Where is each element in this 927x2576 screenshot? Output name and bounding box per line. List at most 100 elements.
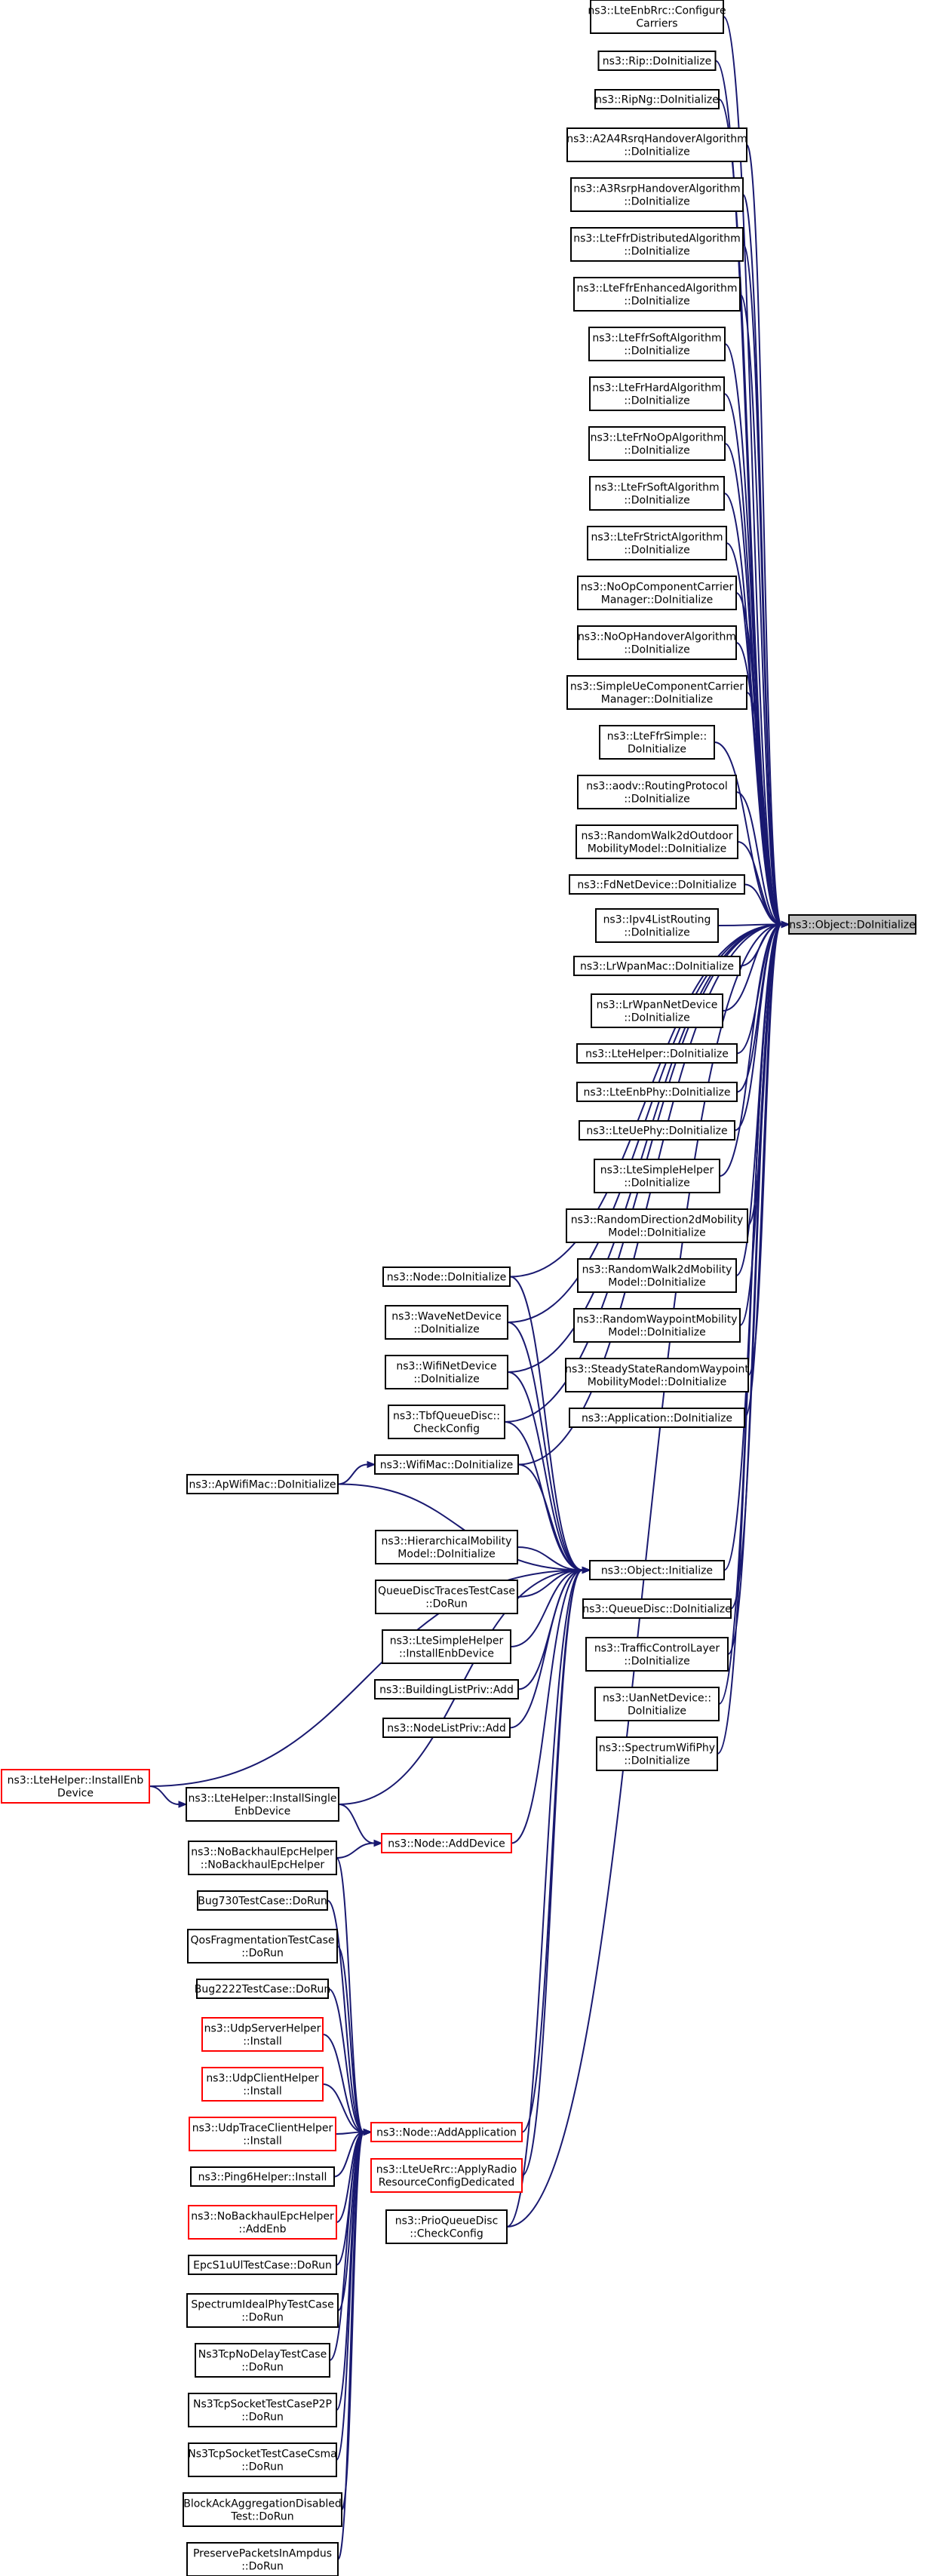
node-ns3-trafficcontrollayer-doinitialize[interactable]: ns3::TrafficControlLayer::DoInitialize — [585, 1637, 729, 1672]
node-ns3-lteuephy-doinitialize[interactable]: ns3::LteUePhy::DoInitialize — [579, 1120, 735, 1141]
node-label: ns3::LteFfrEnhancedAlgorithm — [577, 283, 738, 295]
node-label: Carriers — [636, 18, 677, 30]
node-ns3-lteenbphy-doinitialize[interactable]: ns3::LteEnbPhy::DoInitialize — [576, 1082, 738, 1102]
node-label: ns3::LrWpanMac::DoInitialize — [580, 961, 734, 973]
call-edge — [727, 923, 782, 1655]
node-box — [599, 725, 715, 760]
node-ns3-wifimac-doinitialize[interactable]: ns3::WifiMac::DoInitialize — [374, 1454, 519, 1475]
node-ns3-fdnetdevice-doinitialize[interactable]: ns3::FdNetDevice::DoInitialize — [569, 874, 745, 895]
node-box — [566, 675, 747, 710]
node-box — [565, 1358, 749, 1392]
node-box — [590, 0, 724, 34]
node-ns3-a3rsrphandoveralgorithm-doinitialize[interactable]: ns3::A3RsrpHandoverAlgorithm::DoInitiali… — [570, 177, 744, 212]
node-ns3-randomwalk2doutdoormobilitymodel-doinitialize[interactable]: ns3::RandomWalk2dOutdoorMobilityModel::D… — [576, 824, 738, 859]
node-box — [589, 376, 725, 411]
call-edge — [149, 1785, 180, 1805]
node-box — [382, 1718, 511, 1738]
node-ns3-aodv-routingprotocol-doinitialize[interactable]: ns3::aodv::RoutingProtocol::DoInitialize — [577, 775, 737, 809]
node-ns3-uannetdevice-doinitialize[interactable]: ns3::UanNetDevice::DoInitialize — [594, 1687, 720, 1721]
node-ns3-queuedisc-doinitialize[interactable]: ns3::QueueDisc::DoInitialize — [582, 1598, 732, 1619]
node-bug730testcase-dorun[interactable]: Bug730TestCase::DoRun — [197, 1890, 328, 1911]
node-box — [385, 1305, 508, 1340]
node-ns3-spectrumwifiphy-doinitialize[interactable]: ns3::SpectrumWifiPhy::DoInitialize — [596, 1736, 718, 1771]
node-ns3-hierarchicalmobilitymodel-doinitialize[interactable]: ns3::HierarchicalMobilityModel::DoInitia… — [375, 1530, 518, 1564]
node-label: Manager::DoInitialize — [601, 694, 714, 706]
node-ns3-tbfqueuedisc-checkconfig[interactable]: ns3::TbfQueueDisc::CheckConfig — [388, 1405, 505, 1439]
node-label: ns3::RandomWalk2dOutdoor — [582, 831, 733, 843]
node-ns3-udptraceclienthelper-install[interactable]: ns3::UdpTraceClientHelper::Install — [189, 2117, 336, 2151]
node-ns3-buildinglistpriv-add[interactable]: ns3::BuildingListPriv::Add — [374, 1679, 519, 1699]
node-ns3-lteuerrc-applyradioresourceconfigdedicated[interactable]: ns3::LteUeRrc::ApplyRadioResourceConfigD… — [370, 2158, 523, 2193]
node-ns3-wifinetdevice-doinitialize[interactable]: ns3::WifiNetDevice::DoInitialize — [385, 1355, 508, 1389]
node-ns3-lteffrenhancedalgorithm-doinitialize[interactable]: ns3::LteFfrEnhancedAlgorithm::DoInitiali… — [573, 277, 741, 312]
call-edge — [338, 1804, 375, 1844]
node-ns3-steadystaterandomwaypointmobilitymodel-doinitialize[interactable]: ns3::SteadyStateRandomWaypointMobilityMo… — [565, 1358, 749, 1392]
edge-arrowhead — [781, 920, 790, 929]
node-ns3-lrwpanmac-doinitialize[interactable]: ns3::LrWpanMac::DoInitialize — [573, 956, 741, 976]
node-ns3-rip-doinitialize[interactable]: ns3::Rip::DoInitialize — [597, 51, 717, 71]
node-label: ns3::LteHelper::DoInitialize — [585, 1049, 729, 1061]
call-edge — [327, 1899, 364, 2133]
node-label: ns3::FdNetDevice::DoInitialize — [577, 880, 736, 892]
call-edge — [735, 642, 782, 926]
node-ns3tcpsockettestcasep2p-dorun[interactable]: Ns3TcpSocketTestCaseP2P::DoRun — [188, 2393, 337, 2427]
node-box — [374, 1679, 519, 1699]
node-ns3-node-addapplication[interactable]: ns3::Node::AddApplication — [370, 2122, 523, 2142]
node-bug2222testcase-dorun[interactable]: Bug2222TestCase::DoRun — [195, 1979, 330, 1999]
node-ns3tcpsockettestcasecsma-dorun[interactable]: Ns3TcpSocketTestCaseCsma::DoRun — [188, 2442, 337, 2477]
node-ns3-noophandoveralgorithm-doinitialize[interactable]: ns3::NoOpHandoverAlgorithm::DoInitialize — [577, 625, 737, 660]
node-ns3-randomwalk2dmobilitymodel-doinitialize[interactable]: ns3::RandomWalk2dMobilityModel::DoInitia… — [577, 1258, 737, 1293]
node-box — [382, 1629, 511, 1664]
node-ns3-nobackhaulepchelper-addenb[interactable]: ns3::NoBackhaulEpcHelper::AddEnb — [188, 2205, 337, 2240]
node-ns3-ltefrsoftalgorithm-doinitialize[interactable]: ns3::LteFrSoftAlgorithm::DoInitialize — [589, 476, 725, 511]
node-ns3-simpleuecomponentcarriermanager-doinitialize[interactable]: ns3::SimpleUeComponentCarrierManager::Do… — [566, 675, 747, 710]
node-ns3-lteffrdistributedalgorithm-doinitialize[interactable]: ns3::LteFfrDistributedAlgorithm::DoIniti… — [570, 227, 744, 262]
node-ns3-node-adddevice[interactable]: ns3::Node::AddDevice — [381, 1833, 512, 1853]
node-ns3-prioqueuedisc-checkconfig[interactable]: ns3::PrioQueueDisc::CheckConfig — [385, 2209, 508, 2244]
node-ns3-nodelistpriv-add[interactable]: ns3::NodeListPriv::Add — [382, 1718, 511, 1738]
node-queuedisctracestestcase-dorun[interactable]: QueueDiscTracesTestCase::DoRun — [375, 1580, 518, 1614]
node-epcs1uultestcase-dorun[interactable]: EpcS1uUlTestCase::DoRun — [188, 2255, 337, 2275]
call-edge — [509, 1276, 583, 1571]
node-ns3-randomdirection2dmobilitymodel-doinitialize[interactable]: ns3::RandomDirection2dMobilityModel::DoI… — [566, 1208, 748, 1243]
node-ns3-node-doinitialize[interactable]: ns3::Node::DoInitialize — [382, 1267, 511, 1287]
node-ns3-ripng-doinitialize[interactable]: ns3::RipNg::DoInitialize — [594, 89, 720, 109]
node-ns3-lrwpannetdevice-doinitialize[interactable]: ns3::LrWpanNetDevice::DoInitialize — [591, 993, 723, 1028]
node-label: Device — [57, 1788, 94, 1800]
node-ns3-apwifimac-doinitialize[interactable]: ns3::ApWifiMac::DoInitialize — [186, 1474, 339, 1494]
node-ns3-noopcomponentcarriermanager-doinitialize[interactable]: ns3::NoOpComponentCarrierManager::DoInit… — [577, 576, 737, 610]
node-label: Model::DoInitialize — [608, 1227, 705, 1239]
node-ns3-randomwaypointmobilitymodel-doinitialize[interactable]: ns3::RandomWaypointMobilityModel::DoInit… — [573, 1308, 741, 1343]
node-ns3-udpclienthelper-install[interactable]: ns3::UdpClientHelper::Install — [201, 2067, 324, 2102]
node-ns3-object-doinitialize[interactable]: ns3::Object::DoInitialize — [788, 914, 916, 935]
call-edge — [735, 791, 782, 926]
node-label: ns3::NodeListPriv::Add — [387, 1723, 505, 1735]
node-ns3-ltesimplehelper-installenbdevice[interactable]: ns3::LteSimpleHelper::InstallEnbDevice — [382, 1629, 511, 1664]
node-ns3-ltehelper-installenbdevice[interactable]: ns3::LteHelper::InstallEnbDevice — [1, 1769, 150, 1804]
node-ns3-ltefrstrictalgorithm-doinitialize[interactable]: ns3::LteFrStrictAlgorithm::DoInitialize — [587, 526, 727, 560]
node-ns3-wavenetdevice-doinitialize[interactable]: ns3::WaveNetDevice::DoInitialize — [385, 1305, 508, 1340]
node-ns3-object-initialize[interactable]: ns3::Object::Initialize — [589, 1560, 725, 1580]
node-ns3-application-doinitialize[interactable]: ns3::Application::DoInitialize — [569, 1408, 745, 1428]
node-ns3-ping6helper-install[interactable]: ns3::Ping6Helper::Install — [190, 2166, 335, 2187]
node-ns3-lteffrsimple-doinitialize[interactable]: ns3::LteFfrSimple::DoInitialize — [599, 725, 715, 760]
node-spectrumidealphytestcase-dorun[interactable]: SpectrumIdealPhyTestCase::DoRun — [186, 2293, 339, 2328]
node-ns3-ltesimplehelper-doinitialize[interactable]: ns3::LteSimpleHelper::DoInitialize — [594, 1159, 720, 1193]
node-ns3tcpnodelaytestcase-dorun[interactable]: Ns3TcpNoDelayTestCase::DoRun — [195, 2343, 330, 2378]
node-label: ::DoInitialize — [624, 545, 689, 557]
node-ns3-ltefrnoopalgorithm-doinitialize[interactable]: ns3::LteFrNoOpAlgorithm::DoInitialize — [588, 426, 726, 461]
node-ns3-ipv4listrouting-doinitialize[interactable]: ns3::Ipv4ListRouting::DoInitialize — [595, 908, 719, 943]
node-ns3-ltefrhardalgorithm-doinitialize[interactable]: ns3::LteFrHardAlgorithm::DoInitialize — [589, 376, 725, 411]
node-box — [573, 956, 741, 976]
node-ns3-nobackhaulepchelper-nobackhaulepchelper[interactable]: ns3::NoBackhaulEpcHelper::NoBackhaulEpcH… — [188, 1841, 337, 1875]
node-ns3-udpserverhelper-install[interactable]: ns3::UdpServerHelper::Install — [201, 2017, 324, 2052]
node-qosfragmentationtestcase-dorun[interactable]: QosFragmentationTestCase::DoRun — [187, 1929, 338, 1963]
node-preservepacketsinampdus-dorun[interactable]: PreservePacketsInAmpdus::DoRun — [186, 2542, 339, 2576]
node-box — [374, 1454, 519, 1475]
node-ns3-ltehelper-doinitialize[interactable]: ns3::LteHelper::DoInitialize — [576, 1043, 738, 1064]
node-ns3-a2a4rsrqhandoveralgorithm-doinitialize[interactable]: ns3::A2A4RsrqHandoverAlgorithm::DoInitia… — [566, 127, 747, 162]
node-ns3-lteffrsoftalgorithm-doinitialize[interactable]: ns3::LteFfrSoftAlgorithm::DoInitialize — [588, 327, 726, 361]
